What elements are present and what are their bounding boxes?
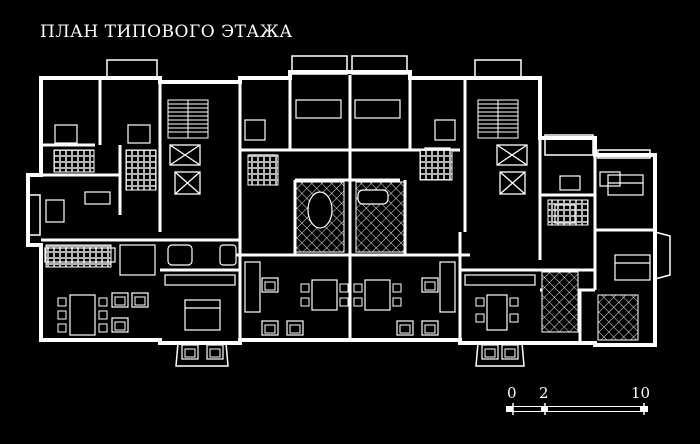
scale-label-0: 0 [507,384,517,402]
beds [54,119,651,331]
bathtubs [167,189,389,266]
sofas-armchairs [111,277,519,360]
kitchen-counters [44,244,536,313]
scale-label-2: 2 [539,384,549,402]
dining-tables [57,279,519,336]
stairwells [167,99,519,139]
scale-bar [506,403,648,415]
plan-title: ПЛАН ТИПОВОГО ЭТАЖА [40,22,293,42]
scale-label-10: 10 [631,384,651,402]
exterior-walls [26,70,657,347]
desks [45,99,621,223]
balconies [27,55,671,367]
interior-walls [41,75,655,343]
